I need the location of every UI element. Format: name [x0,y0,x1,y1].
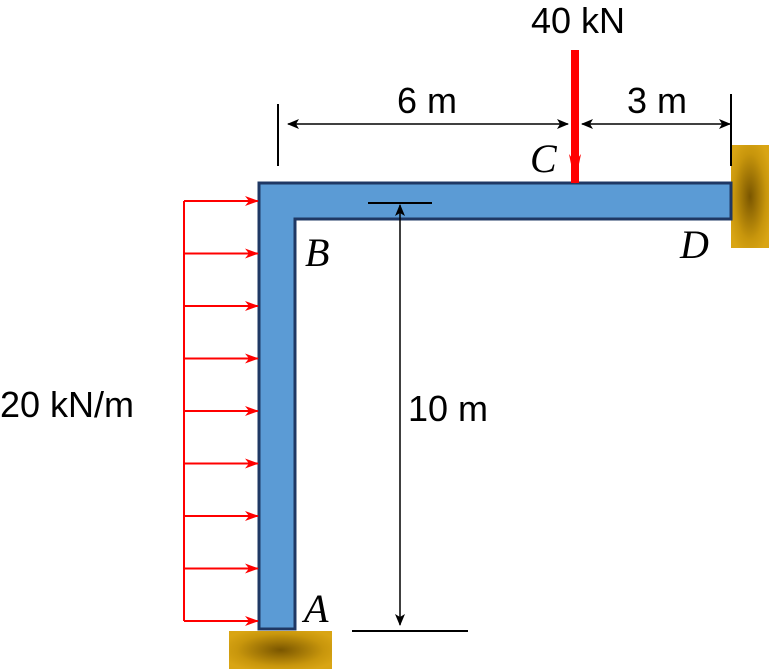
point-label-c: C [530,136,558,181]
frame-member [257,181,733,631]
point-label-d: D [679,222,709,267]
point-load-label: 40 kN [531,0,625,41]
point-label-b: B [305,230,329,275]
fixed-support-a [229,631,332,669]
fixed-support-d [731,145,769,248]
cd-length-label: 3 m [627,80,687,121]
distributed-load-label: 20 kN/m [0,384,134,425]
point-label-a: A [301,586,329,631]
distributed-load [183,196,259,626]
bc-length-label: 6 m [397,80,457,121]
ab-height-label: 10 m [408,388,488,429]
